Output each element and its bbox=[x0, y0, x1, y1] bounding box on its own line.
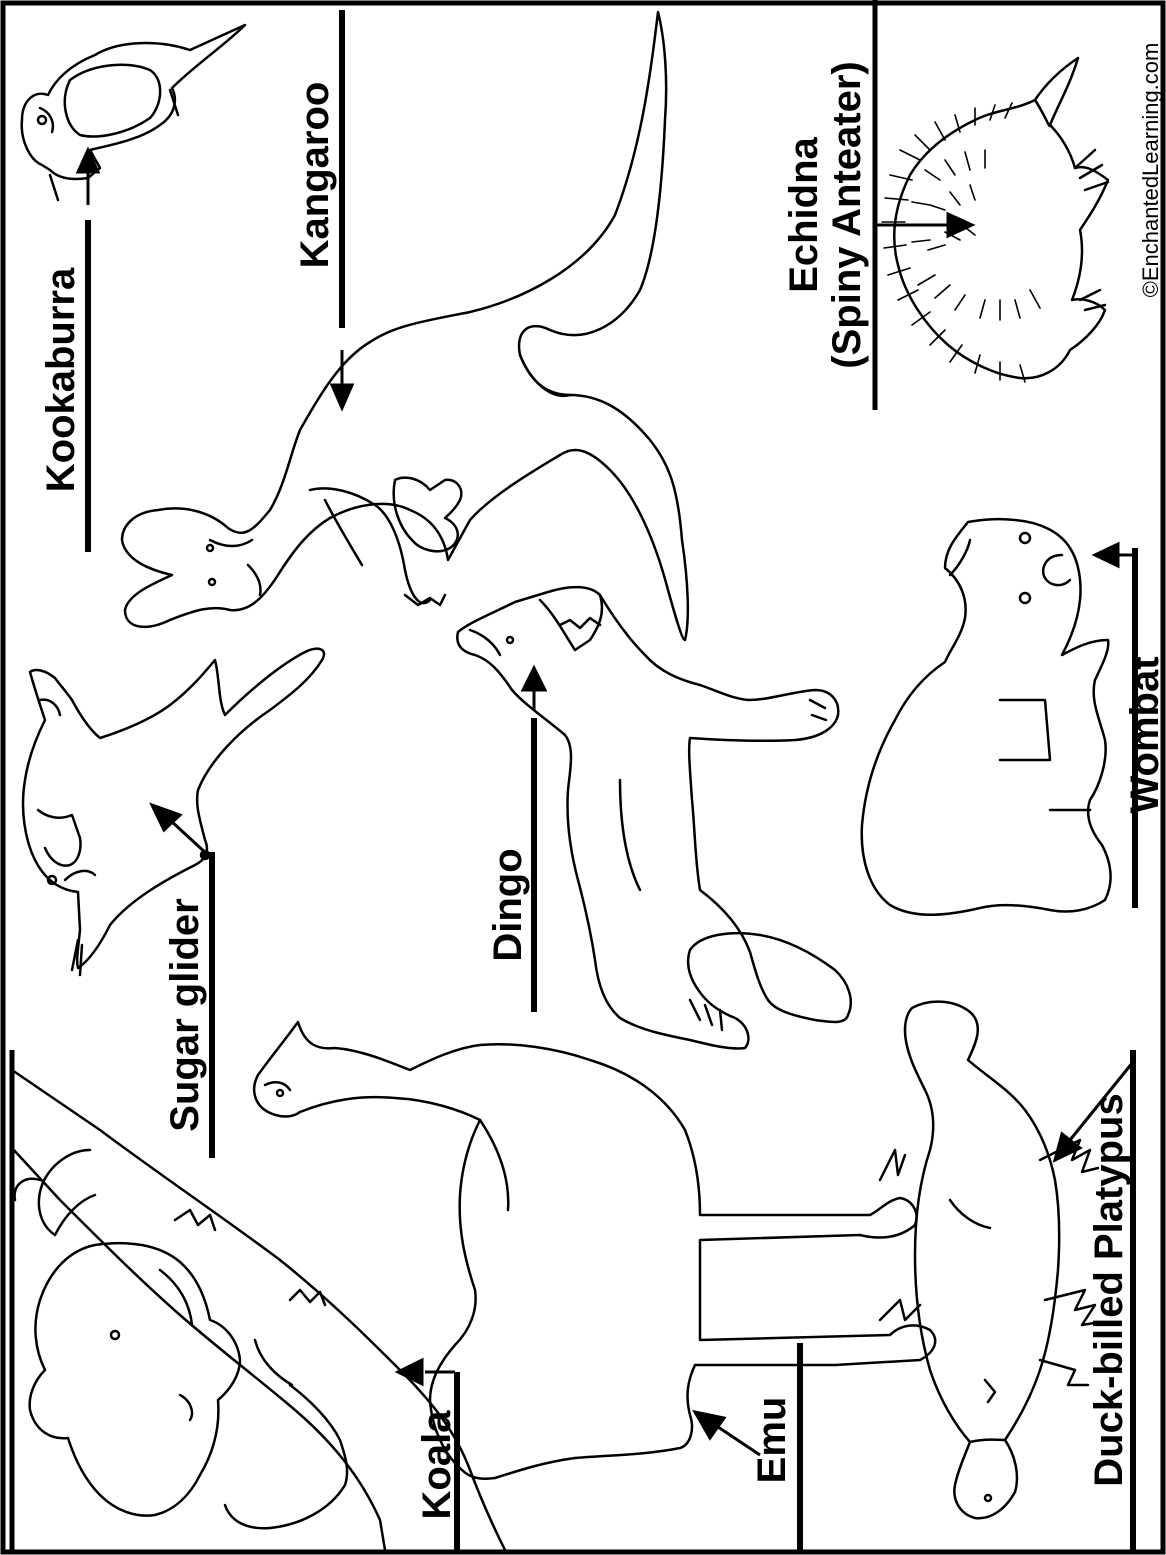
platypus-label: Duck-billed Platypus bbox=[1087, 1093, 1131, 1486]
koala-label: Koala bbox=[415, 1410, 459, 1520]
animal-drawings bbox=[12, 12, 1111, 1550]
dingo-label: Dingo bbox=[486, 848, 530, 961]
kangaroo-label: Kangaroo bbox=[293, 82, 337, 269]
echidna-sublabel: (Spiny Anteater) bbox=[825, 61, 869, 368]
echidna-label: Echidna bbox=[782, 136, 826, 292]
echidna-drawing bbox=[882, 58, 1108, 382]
wombat-drawing bbox=[862, 519, 1111, 915]
emu-label: Emu bbox=[750, 1397, 794, 1484]
pointer-arrows bbox=[78, 150, 1135, 1455]
sugar-glider-label: Sugar glider bbox=[163, 898, 207, 1131]
kookaburra-drawing bbox=[22, 25, 245, 200]
kookaburra-label: Kookaburra bbox=[39, 267, 83, 492]
dingo-drawing bbox=[457, 587, 850, 1048]
copyright-text: ©EnchantedLearning.com bbox=[1138, 43, 1163, 298]
wombat-label: Wombat bbox=[1123, 656, 1166, 813]
platypus-drawing bbox=[905, 1002, 1100, 1519]
panel-dividers bbox=[12, 0, 875, 1550]
page-border bbox=[3, 3, 1163, 1552]
label-underlines bbox=[88, 10, 1135, 1552]
emu-drawing bbox=[254, 1022, 935, 1479]
kangaroo-drawing bbox=[122, 12, 688, 640]
